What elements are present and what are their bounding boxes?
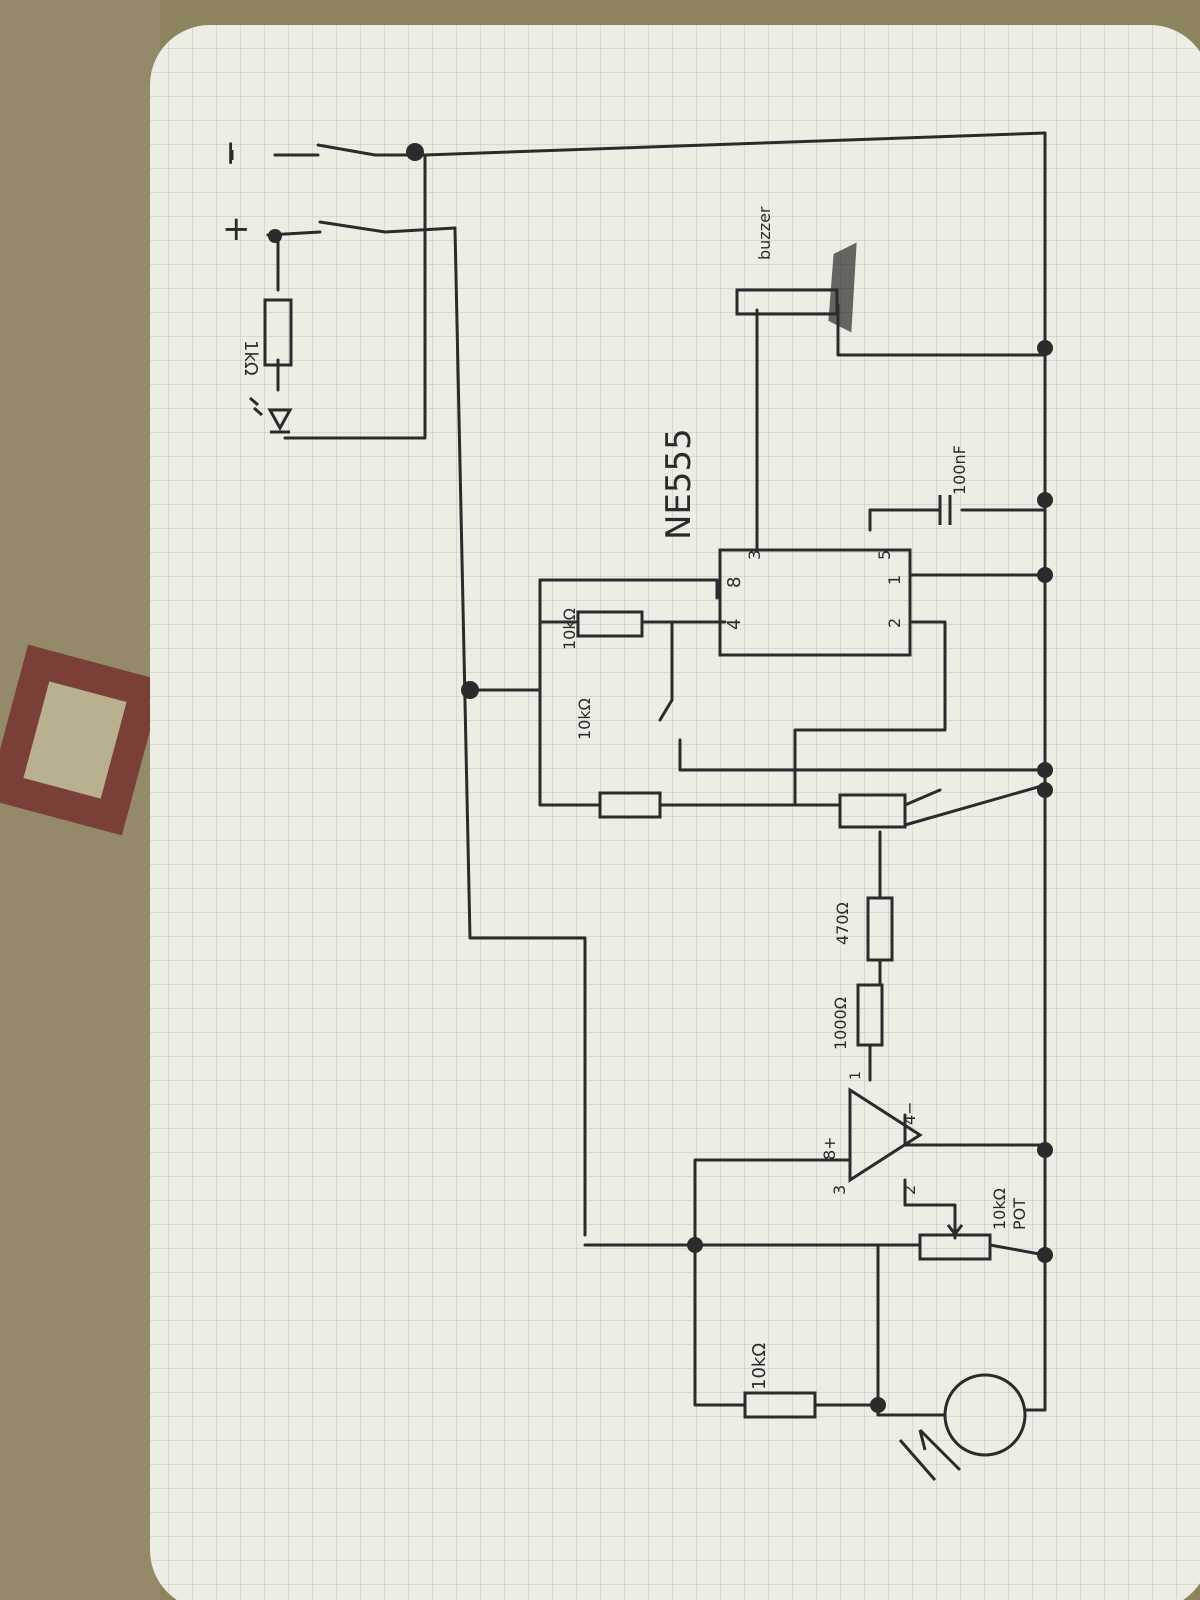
components — [230, 150, 1027, 1481]
resistor-1000 — [856, 983, 884, 1047]
ne555-label: NE555 — [659, 428, 699, 540]
paper-grid — [150, 25, 1200, 1600]
r-1000-label: 1000Ω — [831, 997, 850, 1050]
opamp-icon — [848, 1087, 923, 1183]
resistor-470 — [866, 896, 894, 962]
r-10k-sensor-label: 10kΩ — [749, 1343, 770, 1390]
led-light-arrows — [249, 396, 263, 417]
pin-8-label: 8 — [724, 577, 745, 588]
opamp-pin-4-label: 4− — [900, 1101, 919, 1125]
r-led-label: 1kΩ — [240, 340, 261, 376]
buzzer-label: buzzer — [755, 206, 774, 260]
opamp-pin-1-label: 1 — [848, 1071, 864, 1080]
pin-2-label: 2 — [885, 618, 904, 628]
ne555-chip — [718, 548, 912, 657]
pin-1-label: 1 — [885, 575, 904, 585]
resistor-10k-sensor — [743, 1391, 817, 1419]
junction-dots — [268, 143, 1053, 1413]
circuit-wires — [266, 131, 1047, 1417]
photo-light-arrows — [898, 1428, 962, 1481]
pin-5-label: 5 — [875, 550, 894, 560]
opamp-pin-8-label: 8+ — [820, 1136, 839, 1160]
pin-3-label: 3 — [745, 550, 764, 560]
pot-value-label: 10kΩ — [990, 1188, 1009, 1230]
capacitor-label: 100nF — [950, 445, 969, 495]
pin-4-label: 4 — [724, 619, 745, 630]
opamp-pin-3-label: 3 — [830, 1185, 849, 1195]
resistor-10k-top — [576, 610, 644, 638]
resistor-10k-bottom — [598, 791, 662, 819]
r-470-label: 470Ω — [833, 902, 852, 945]
resistor-led — [263, 298, 293, 367]
brown-frame-object — [0, 644, 164, 836]
r-10k-top-label: 10kΩ — [560, 608, 579, 650]
battery-plus-label: + — [222, 209, 251, 249]
pot-wiper-arrow — [946, 1205, 964, 1237]
speaker-circle-icon — [943, 1373, 1027, 1457]
labels: + − 1kΩ NE555 8 4 3 5 1 2 10kΩ 10kΩ 100n… — [211, 139, 1029, 1390]
buzzer-scribble — [828, 242, 857, 333]
pot-name-label: POT — [1010, 1198, 1029, 1230]
r-10k-bottom-label: 10kΩ — [575, 698, 594, 740]
opamp-pin-2-label: 2 — [900, 1185, 919, 1195]
led-icon — [267, 408, 293, 434]
transistor-icon — [838, 793, 907, 829]
battery-minus-label: − — [211, 139, 251, 168]
capacitor-icon — [938, 495, 952, 525]
